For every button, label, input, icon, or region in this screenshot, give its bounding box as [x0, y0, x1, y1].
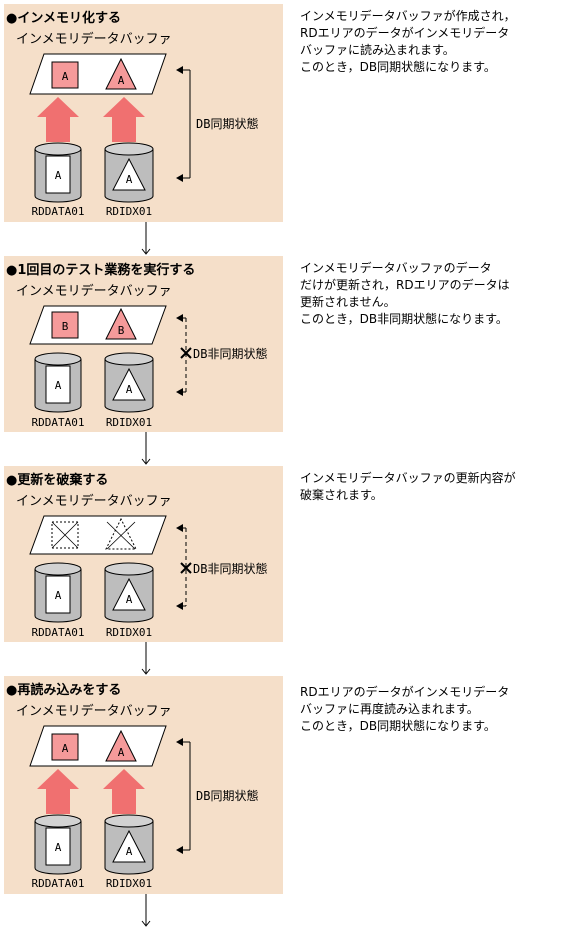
- flow-arrow-4: [141, 894, 151, 927]
- memory-buffer: [29, 53, 167, 95]
- step-3-description: インメモリデータバッファの更新内容が 破棄されます。: [300, 471, 516, 502]
- db-cylinder-rdidx01: [104, 562, 154, 623]
- db-cylinder-rddata01: [34, 562, 82, 623]
- db-name-rdidx01: RDIDX01: [106, 205, 152, 218]
- discarded-data-box: [51, 521, 79, 549]
- db-cylinder-rddata01: [34, 142, 82, 203]
- db-cylinder-rdidx01: [104, 142, 154, 203]
- db-cylinder-rdidx01: [104, 352, 154, 413]
- db-cylinder-rddata01: [34, 352, 82, 413]
- step-title: ●再読み込みをする: [6, 683, 122, 698]
- cross-icon: [180, 347, 192, 359]
- db-sync-state: DB非同期状態: [193, 561, 267, 576]
- sync-bracket: [176, 738, 191, 854]
- buffer-data-letter: A: [62, 742, 69, 755]
- buffer-index-triangle: [105, 729, 137, 762]
- step-title: ●インメモリ化する: [6, 11, 121, 26]
- db-data-letter: A: [55, 841, 62, 854]
- db-name-rddata01: RDDATA01: [32, 205, 85, 218]
- step-title: ●更新を破棄する: [6, 473, 109, 488]
- buffer-data-letter: B: [62, 320, 69, 333]
- db-sync-state: DB同期状態: [196, 116, 258, 131]
- step-3-diagram: A A RDDATA01 RDIDX01 DB非同期状態: [29, 515, 267, 639]
- buffer-label: インメモリデータバッファ: [16, 704, 172, 719]
- step-2-diagram: B B A A RDDATA01 RDIDX01 DB非同期状態: [29, 305, 267, 429]
- step-title: ●1回目のテスト業務を実行する: [6, 263, 196, 278]
- db-sync-state: DB非同期状態: [193, 346, 267, 361]
- step-1-diagram: A A A A RDDATA01 RDIDX01 DB同期状態: [29, 53, 258, 218]
- buffer-data-box: [51, 311, 79, 339]
- load-arrow-data: [37, 769, 79, 814]
- db-name-rdidx01: RDIDX01: [106, 877, 152, 890]
- load-arrow-index: [103, 769, 145, 814]
- discarded-index-triangle: [105, 517, 137, 550]
- load-arrow-index: [103, 97, 145, 142]
- step-4-panel: ●再読み込みをする インメモリデータバッファ A A A A RDDATA01 …: [4, 676, 283, 894]
- db-name-rddata01: RDDATA01: [32, 416, 85, 429]
- memory-buffer: [29, 515, 167, 555]
- db-data-letter: A: [55, 169, 62, 182]
- flow-arrow-2: [141, 432, 151, 465]
- memory-buffer: [29, 305, 167, 345]
- buffer-label: インメモリデータバッファ: [16, 494, 172, 509]
- db-cylinder-rdidx01: [104, 814, 154, 875]
- flow-arrow-3: [141, 642, 151, 675]
- sync-bracket: [176, 66, 191, 182]
- step-2-description: インメモリデータバッファのデータ だけが更新され，RDエリアのデータは 更新され…: [300, 261, 510, 326]
- step-4-description: RDエリアのデータがインメモリデータ バッファに再度読み込まれます。 このとき，…: [300, 685, 510, 733]
- buffer-label: インメモリデータバッファ: [16, 284, 172, 299]
- flow-arrow-1: [141, 222, 151, 255]
- cross-icon: [180, 562, 192, 574]
- buffer-index-letter: A: [118, 74, 125, 87]
- db-index-letter: A: [126, 173, 133, 186]
- db-cylinder-rddata01: [34, 814, 82, 875]
- db-name-rdidx01: RDIDX01: [106, 626, 152, 639]
- db-index-letter: A: [126, 845, 133, 858]
- db-data-letter: A: [55, 589, 62, 602]
- buffer-index-letter: A: [118, 746, 125, 759]
- db-sync-state: DB同期状態: [196, 788, 258, 803]
- db-data-letter: A: [55, 379, 62, 392]
- buffer-index-triangle: [105, 57, 137, 90]
- buffer-data-box: [51, 733, 79, 761]
- step-1-panel: ●インメモリ化する インメモリデータバッファ A A A A RDDATA01 …: [4, 4, 283, 222]
- step-1-description: インメモリデータバッファが作成され， RDエリアのデータがインメモリデータ バッ…: [300, 9, 516, 74]
- async-bracket: [176, 314, 187, 396]
- db-index-letter: A: [126, 593, 133, 606]
- buffer-data-box: [51, 61, 79, 89]
- step-3-panel: ●更新を破棄する インメモリデータバッファ A A RDDATA01 RDIDX…: [4, 466, 283, 642]
- db-index-letter: A: [126, 383, 133, 396]
- db-name-rddata01: RDDATA01: [32, 877, 85, 890]
- db-name-rddata01: RDDATA01: [32, 626, 85, 639]
- buffer-index-triangle: [105, 307, 137, 340]
- load-arrow-data: [37, 97, 79, 142]
- step-2-panel: ●1回目のテスト業務を実行する インメモリデータバッファ B B A A RDD…: [4, 256, 283, 432]
- step-4-diagram: A A A A RDDATA01 RDIDX01 DB同期状態: [29, 725, 258, 890]
- buffer-data-letter: A: [62, 70, 69, 83]
- db-name-rdidx01: RDIDX01: [106, 416, 152, 429]
- buffer-index-letter: B: [118, 324, 125, 337]
- buffer-label: インメモリデータバッファ: [16, 32, 172, 47]
- memory-buffer: [29, 725, 167, 767]
